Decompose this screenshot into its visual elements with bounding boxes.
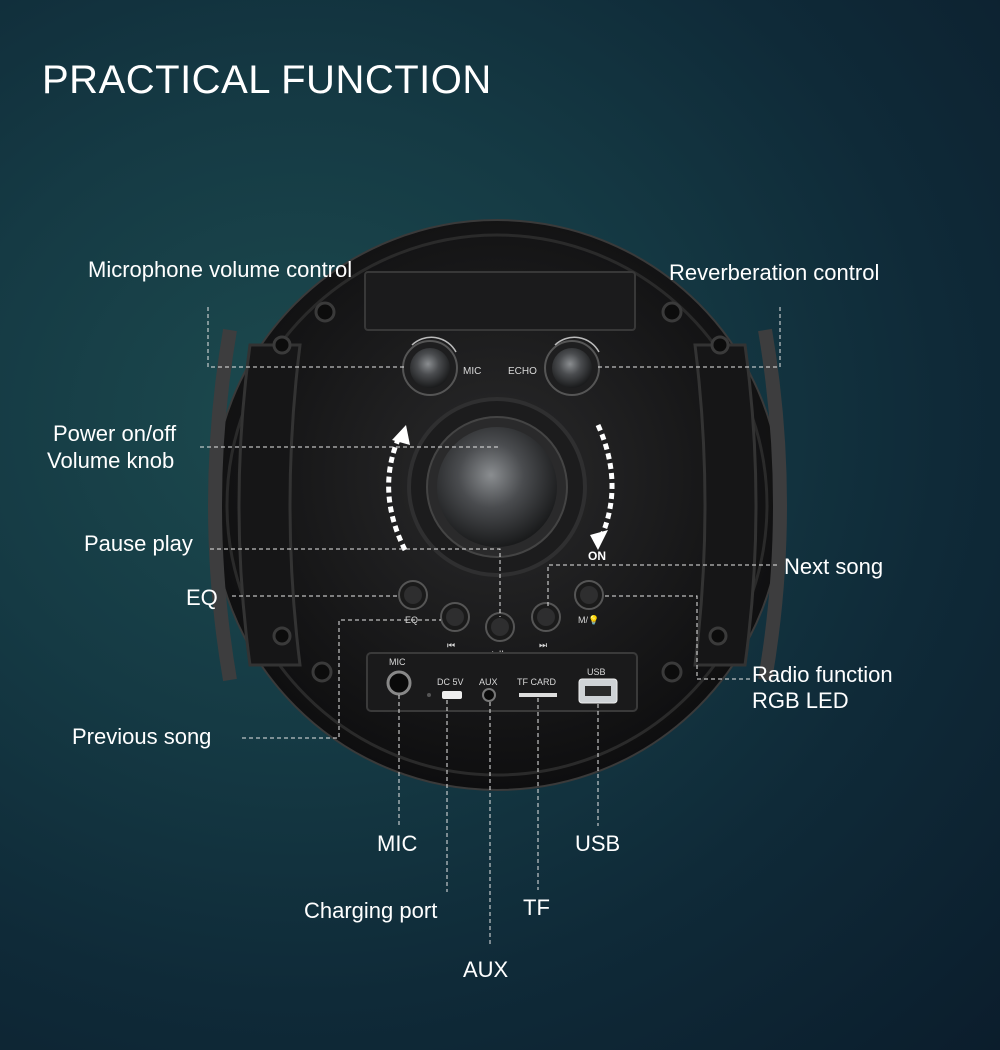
- play-pause-button: [485, 612, 515, 642]
- port-panel: [366, 652, 638, 712]
- main-volume-knob: [407, 397, 587, 577]
- callout-rgb: RGB LED: [752, 688, 849, 713]
- port-aux-label: AUX: [479, 677, 498, 687]
- rotation-arrow-left: [386, 433, 408, 552]
- on-label: ON: [588, 549, 606, 563]
- mode-button-label: M/💡: [578, 614, 599, 625]
- callout-radio: Radio function: [752, 662, 893, 687]
- rotation-arrow-right: [595, 423, 615, 542]
- knob-mic-label: MIC: [463, 366, 481, 377]
- callout-usb: USB: [575, 831, 621, 856]
- callout-eq: EQ: [186, 585, 218, 610]
- prev-button: [440, 602, 470, 632]
- right-handle: [693, 343, 758, 667]
- top-slot: [364, 271, 636, 331]
- dc-port: [442, 691, 462, 699]
- port-mic-label: MIC: [389, 657, 406, 667]
- port-usb-label: USB: [587, 667, 606, 677]
- left-handle: [237, 343, 302, 667]
- mic-volume-knob: [402, 336, 458, 396]
- mic-port: [386, 670, 412, 696]
- port-dc-label: DC 5V: [437, 677, 464, 687]
- callout-mic: MIC: [377, 831, 418, 856]
- mode-button: [574, 580, 604, 610]
- callout-pause-play: Pause play: [84, 531, 193, 556]
- callout-reverb: Reverberation control: [669, 260, 880, 285]
- callout-next: Next song: [784, 554, 884, 579]
- prev-button-label: ⏮: [447, 640, 455, 650]
- eq-button: [398, 580, 428, 610]
- callout-mic-volume: Microphone volume control: [88, 257, 353, 282]
- port-tf-label: TF CARD: [517, 677, 556, 687]
- page-title: PRACTICAL FUNCTION: [42, 58, 492, 102]
- callout-previous: Previous song: [72, 724, 212, 749]
- callout-aux: AUX: [463, 957, 509, 982]
- callout-charging: Charging port: [304, 898, 438, 923]
- callout-power: Power on/off: [53, 421, 177, 446]
- next-button: [531, 602, 561, 632]
- knob-echo-label: ECHO: [508, 366, 537, 377]
- tf-slot: [519, 693, 557, 697]
- echo-knob: [544, 336, 600, 396]
- callout-volume-knob: Volume knob: [47, 448, 175, 473]
- callout-tf: TF: [523, 895, 550, 920]
- callout-lines: [200, 307, 781, 945]
- aux-port: [482, 688, 496, 702]
- next-button-label: ⏭: [539, 640, 547, 650]
